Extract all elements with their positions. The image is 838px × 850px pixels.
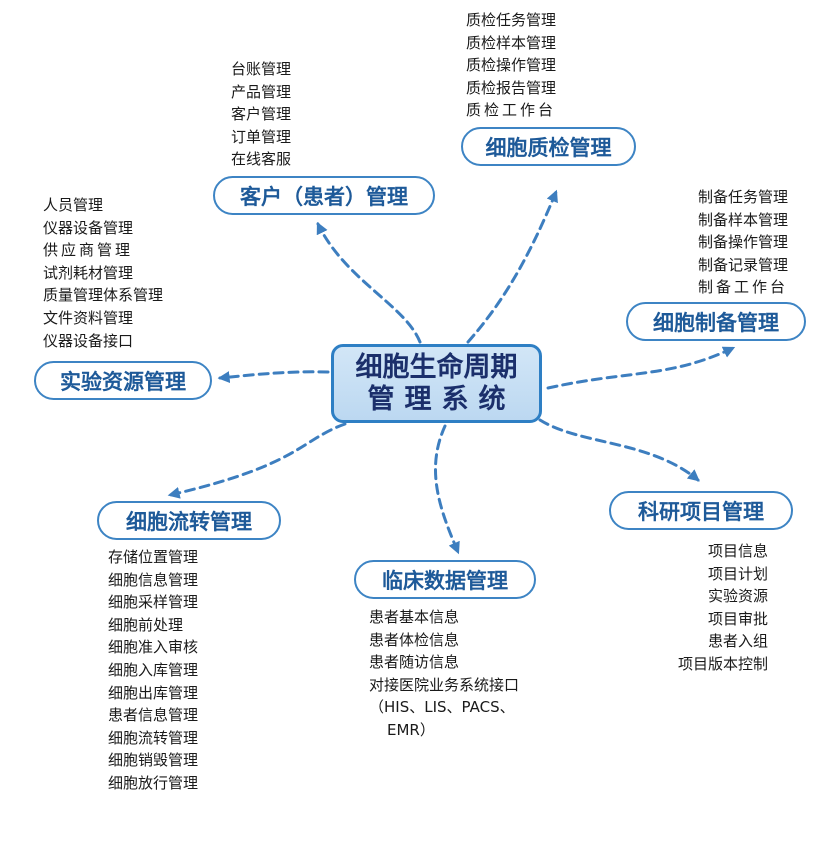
list-item: 细胞销毁管理 bbox=[108, 751, 199, 770]
list-item: 细胞出库管理 bbox=[108, 683, 199, 702]
list-item: 对接医院业务系统接口 bbox=[369, 675, 520, 694]
list-item: 细胞信息管理 bbox=[108, 570, 199, 589]
list-item: 客户管理 bbox=[231, 105, 292, 124]
arrow-to-clinical bbox=[433, 424, 460, 555]
arrow-to-research bbox=[538, 418, 700, 482]
lab-list: 人员管理 仪器设备管理 供应商管理 试剂耗材管理 质量管理体系管理 文件资料管理… bbox=[43, 194, 163, 352]
node-prep: 细胞制备管理 bbox=[626, 302, 806, 341]
list-item: 产品管理 bbox=[231, 82, 292, 101]
list-item: 制备任务管理 bbox=[697, 188, 788, 206]
arrow-to-flow bbox=[167, 422, 347, 499]
list-item: 患者信息管理 bbox=[108, 706, 199, 725]
node-research: 科研项目管理 bbox=[609, 491, 793, 530]
list-item: 质量管理体系管理 bbox=[43, 286, 164, 305]
list-item: 存储位置管理 bbox=[108, 548, 199, 566]
arrow-to-prep bbox=[546, 346, 736, 390]
list-item: 项目版本控制 bbox=[677, 654, 768, 673]
node-lab: 实验资源管理 bbox=[34, 361, 212, 400]
node-quality: 细胞质检管理 bbox=[461, 127, 636, 166]
list-item: 文件资料管理 bbox=[43, 308, 134, 327]
list-item: 实验资源 bbox=[707, 587, 768, 606]
list-item: 项目计划 bbox=[707, 564, 768, 583]
list-item: 细胞准入审核 bbox=[108, 638, 199, 657]
node-flow: 细胞流转管理 bbox=[97, 501, 281, 540]
quality-list: 质检任务管理 质检样本管理 质检操作管理 质检报告管理 质检工作台 bbox=[466, 9, 556, 122]
list-item: 在线客服 bbox=[231, 150, 292, 169]
list-item: 制备工作台 bbox=[697, 278, 788, 297]
flow-list: 存储位置管理 细胞信息管理 细胞采样管理 细胞前处理 细胞准入审核 细胞入库管理… bbox=[108, 546, 198, 795]
list-item: 台账管理 bbox=[231, 60, 292, 78]
arrow-to-customer bbox=[316, 221, 422, 344]
list-item: （HIS、LIS、PACS、 bbox=[369, 698, 515, 717]
arrow-to-lab bbox=[217, 370, 330, 384]
list-item: 患者随访信息 bbox=[369, 653, 460, 672]
list-item: 人员管理 bbox=[43, 196, 104, 214]
list-item: 质检样本管理 bbox=[466, 33, 557, 52]
center-title-line2: 管理系统 bbox=[367, 383, 516, 415]
customer-list: 台账管理 产品管理 客户管理 订单管理 在线客服 bbox=[231, 58, 291, 171]
node-customer: 客户（患者）管理 bbox=[213, 176, 435, 215]
list-item: 细胞前处理 bbox=[108, 615, 184, 634]
research-list: 项目信息 项目计划 实验资源 项目审批 患者入组 项目版本控制 bbox=[678, 540, 768, 676]
list-item: 仪器设备管理 bbox=[43, 218, 134, 237]
list-item: 患者体检信息 bbox=[369, 630, 460, 649]
list-item: 细胞流转管理 bbox=[108, 728, 199, 747]
prep-list: 制备任务管理 制备样本管理 制备操作管理 制备记录管理 制备工作台 bbox=[698, 186, 788, 299]
clinical-list: 患者基本信息 患者体检信息 患者随访信息 对接医院业务系统接口 （HIS、LIS… bbox=[369, 606, 519, 742]
list-item: 项目审批 bbox=[707, 609, 768, 628]
list-item: 质检任务管理 bbox=[466, 11, 557, 29]
node-clinical: 临床数据管理 bbox=[354, 560, 536, 599]
list-item: 仪器设备接口 bbox=[43, 331, 134, 350]
list-item: 患者基本信息 bbox=[369, 608, 460, 626]
list-item: 制备样本管理 bbox=[697, 210, 788, 229]
list-item: 订单管理 bbox=[231, 127, 292, 146]
list-item: 制备操作管理 bbox=[697, 233, 788, 252]
list-item: 质检操作管理 bbox=[466, 56, 557, 75]
list-item: 质检报告管理 bbox=[466, 78, 557, 97]
arrow-to-quality bbox=[466, 189, 558, 344]
list-item: EMR） bbox=[387, 720, 435, 739]
central-system-node: 细胞生命周期 管理系统 bbox=[331, 344, 542, 423]
list-item: 患者入组 bbox=[707, 632, 768, 651]
list-item: 试剂耗材管理 bbox=[43, 263, 134, 282]
list-item: 质检工作台 bbox=[466, 101, 557, 120]
center-title-line1: 细胞生命周期 bbox=[355, 351, 518, 383]
list-item: 细胞入库管理 bbox=[108, 660, 199, 679]
list-item: 细胞采样管理 bbox=[108, 593, 199, 612]
list-item: 制备记录管理 bbox=[697, 255, 788, 274]
list-item: 项目信息 bbox=[707, 542, 768, 560]
list-item: 细胞放行管理 bbox=[108, 773, 199, 792]
list-item: 供应商管理 bbox=[43, 241, 134, 260]
